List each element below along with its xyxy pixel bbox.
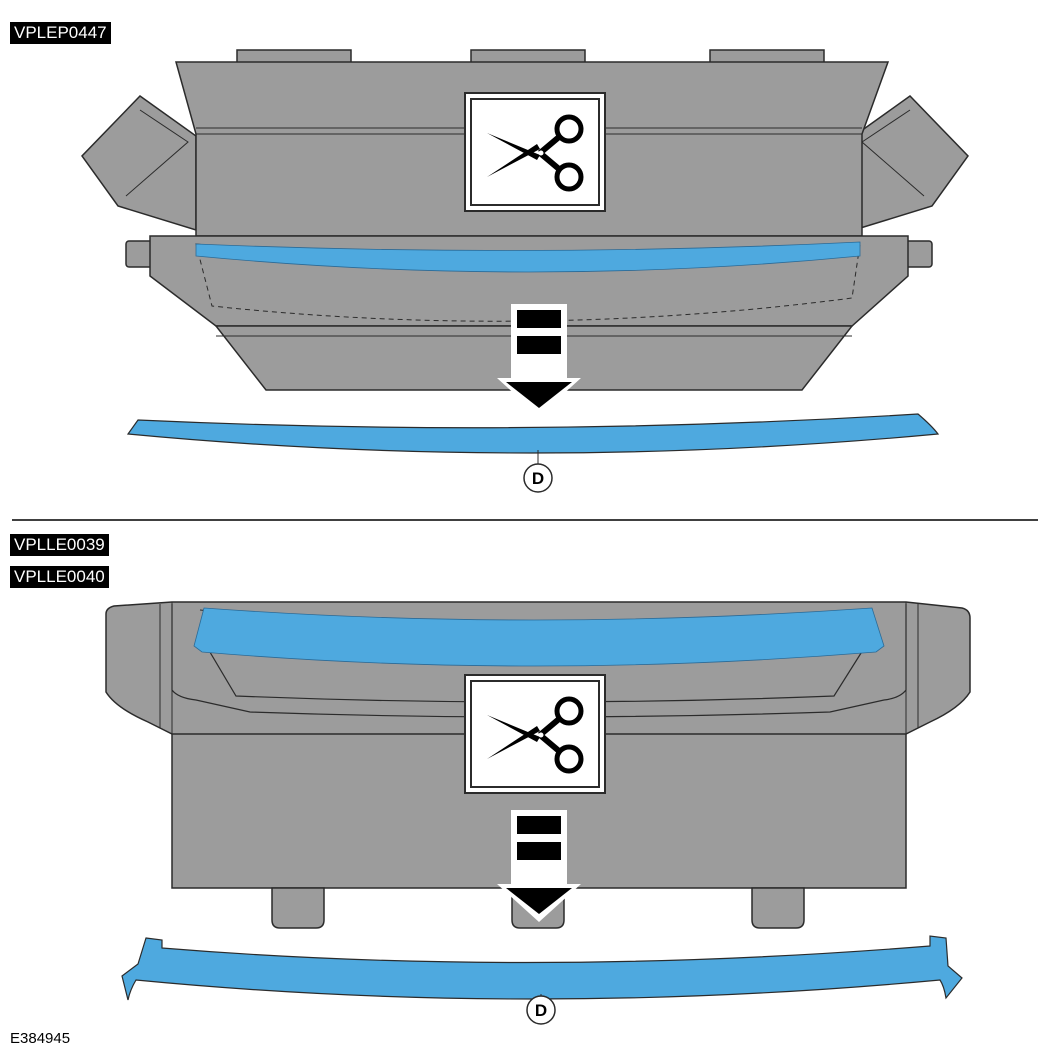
variant-label-top: VPLEP0447 xyxy=(10,22,111,44)
top-assembly xyxy=(81,49,969,493)
bottom-assembly xyxy=(105,601,971,1025)
callout-d-top: D xyxy=(532,469,544,488)
scissors-icon xyxy=(465,675,605,793)
variant-label-bottom-2: VPLLE0040 xyxy=(10,566,109,588)
callout-d-bottom: D xyxy=(535,1001,547,1020)
scissors-icon xyxy=(465,93,605,211)
variant-label-bottom-1: VPLLE0039 xyxy=(10,534,109,556)
figure-id: E384945 xyxy=(10,1030,71,1047)
